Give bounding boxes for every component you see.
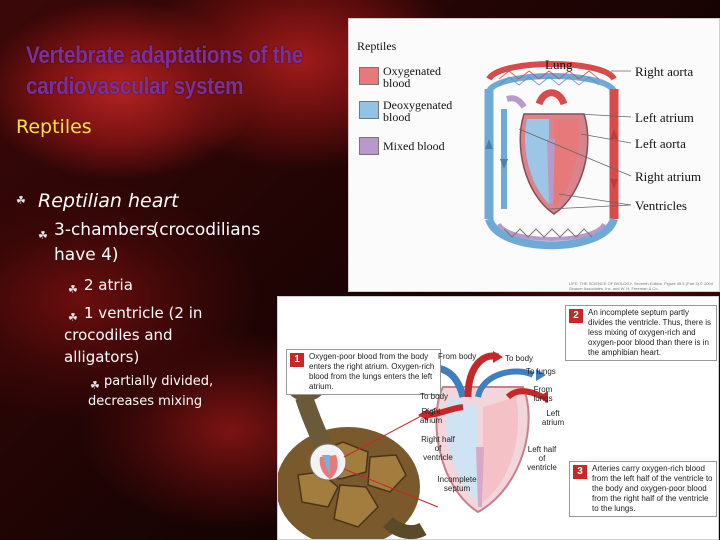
legend-label-deoxygenated: Deoxygenated blood xyxy=(383,99,452,123)
callout-1: 1 Oxygen-poor blood from the body enters… xyxy=(286,349,441,395)
label-from-lungs: From lungs xyxy=(533,385,553,403)
legend-swatch-oxygenated xyxy=(359,67,379,85)
circulation-illustration xyxy=(484,61,632,250)
legend-label-line: Mixed blood xyxy=(383,139,445,153)
label-left-atrium: Left atrium xyxy=(635,110,694,125)
bullet-text-cont: decreases mixing xyxy=(88,394,203,409)
label-from-body: From body xyxy=(438,352,477,361)
turtle-heart-illustration xyxy=(278,351,548,539)
bullet-text-cont: alligators) xyxy=(64,348,140,366)
figure-credit: LIFE: THE SCIENCE OF BIOLOGY, Seventh Ed… xyxy=(569,281,713,291)
label-right-half-ventricle: Right half of ventricle xyxy=(421,435,455,462)
legend-swatch-mixed xyxy=(359,137,379,155)
callout-number: 1 xyxy=(290,353,304,367)
callout-text: Oxygen-poor blood from the body enters t… xyxy=(309,352,435,391)
bullet-level-4: ☘ partially divided, decreases mixing xyxy=(16,372,286,412)
bullet-text: 3-chambers xyxy=(54,220,156,240)
label-left-atrium: Left atrium xyxy=(541,409,565,427)
bullet-icon: ☘ xyxy=(68,283,78,296)
bullet-level-1: ☘ Reptilian heart xyxy=(16,190,286,212)
label-right-atrium: Right atrium xyxy=(419,407,443,425)
legend-swatch-deoxygenated xyxy=(359,101,379,119)
callout-number: 2 xyxy=(569,309,583,323)
bullet-text: Reptilian heart xyxy=(38,190,179,212)
label-lung: Lung xyxy=(545,57,573,72)
bullet-icon: ☘ xyxy=(38,229,48,242)
callout-3: 3 Arteries carry oxygen-rich blood from … xyxy=(569,461,717,517)
legend-label-line: Oxygenated xyxy=(383,64,441,78)
section-heading: Reptiles xyxy=(16,116,92,138)
slide-title-line-2: cardiovascular system xyxy=(26,73,244,100)
bullet-level-3: ☘ 1 ventricle (2 in crocodiles and allig… xyxy=(16,302,286,368)
callout-text: An incomplete septum partly divides the … xyxy=(588,308,712,357)
label-to-body: To body xyxy=(420,392,449,401)
slide-title: Vertebrate adaptations of the cardiovasc… xyxy=(26,40,336,102)
legend-title: Reptiles xyxy=(357,39,397,53)
bullet-list: ☘ Reptilian heart ☘ 3-chambers (crocodil… xyxy=(16,190,286,412)
callout-number: 3 xyxy=(573,465,587,479)
label-to-body-top: To body xyxy=(505,354,534,363)
callout-2: 2 An incomplete septum partly divides th… xyxy=(565,305,717,361)
bullet-text-cont: crocodiles and xyxy=(64,326,173,344)
label-left-aorta: Left aorta xyxy=(635,136,686,151)
callout-text: Arteries carry oxygen-rich blood from th… xyxy=(592,464,713,513)
turtle-heart-diagram: 1 Oxygen-poor blood from the body enters… xyxy=(277,296,719,540)
label-ventricles: Ventricles xyxy=(635,198,687,213)
bullet-level-2: ☘ 3-chambers (crocodilians have 4) xyxy=(16,218,286,268)
bullet-icon: ☘ xyxy=(68,311,78,324)
bullet-level-3: ☘ 2 atria xyxy=(16,274,286,296)
legend-label-line: Deoxygenated xyxy=(383,98,453,112)
legend-label-line: blood xyxy=(383,110,411,124)
bullet-text: 1 ventricle (2 in xyxy=(84,304,203,322)
label-right-atrium: Right atrium xyxy=(635,169,702,184)
legend-label-mixed: Mixed blood xyxy=(383,140,445,152)
circulation-diagram: Reptiles Oxygenated blood Deoxygenated b… xyxy=(348,18,720,292)
bullet-icon: ☘ xyxy=(16,194,26,207)
bullet-text: 2 atria xyxy=(84,276,133,294)
label-to-lungs: To lungs xyxy=(526,367,556,376)
bullet-icon: ☘ xyxy=(90,379,100,392)
bullet-text: partially divided, xyxy=(104,374,214,389)
label-right-aorta: Right aorta xyxy=(635,64,694,79)
legend-label-line: blood xyxy=(383,76,411,90)
label-left-half-ventricle: Left half of ventricle xyxy=(527,445,557,472)
label-incomplete-septum: Incomplete septum xyxy=(437,475,477,493)
legend-label-oxygenated: Oxygenated blood xyxy=(383,65,441,89)
bullet-text-cont: (crocodilians have 4) xyxy=(54,220,261,265)
slide-title-line-1: Vertebrate adaptations of the xyxy=(26,42,303,69)
